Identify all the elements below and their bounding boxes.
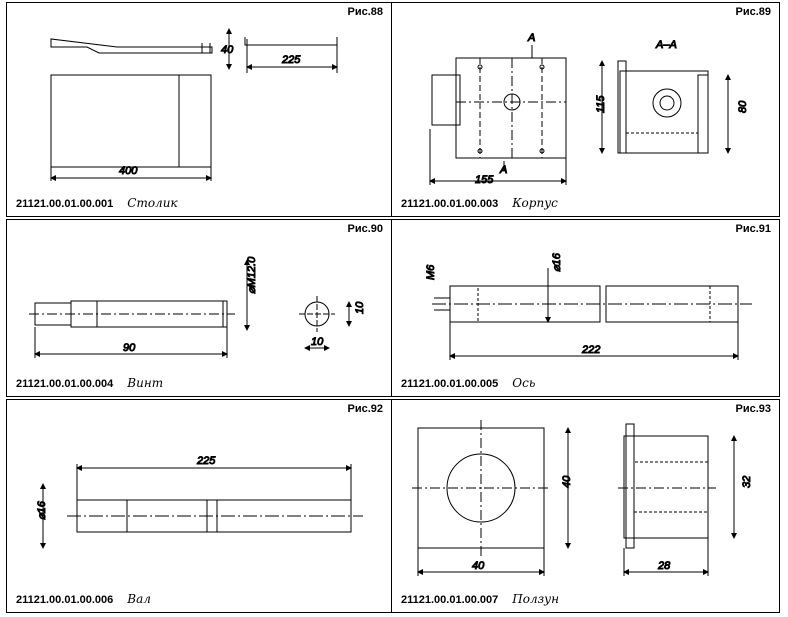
figure-number: Рис.90 — [347, 223, 383, 235]
drawing-polzun: 40 40 32 28 — [412, 420, 754, 576]
drawing-korpus: 155 А А А–А 115 80 — [429, 32, 750, 187]
dim-label: 225 — [281, 54, 301, 66]
part-caption: 21121.00.01.00.007 Ползун — [401, 592, 559, 606]
part-code: 21121.00.01.00.003 — [401, 198, 499, 210]
dim-label: 115 — [595, 95, 607, 113]
dim-label: 28 — [657, 560, 671, 572]
dim-label: 32 — [741, 476, 753, 488]
part-caption: 21121.00.01.00.004 Винт — [16, 376, 163, 390]
part-name: Винт — [127, 376, 164, 390]
dim-label: 225 — [196, 455, 216, 467]
dim-label: ⌀16 — [551, 252, 563, 272]
dim-label: M6 — [425, 264, 437, 280]
panel-fig-89: 155 А А А–А 115 80 Рис.89 21121.00.01.00… — [391, 2, 780, 217]
part-name: Ползун — [512, 592, 560, 606]
section-title: А–А — [655, 39, 677, 51]
drawing-os: M6 ⌀16 222 — [425, 252, 752, 360]
part-code: 21121.00.01.00.007 — [401, 594, 499, 606]
part-code: 21121.00.01.00.005 — [401, 378, 499, 390]
drawing-vint: 90 ⌀M12.0 10 10 — [29, 255, 367, 358]
dim-label: 155 — [475, 174, 494, 186]
dim-label: ⌀16 — [36, 500, 48, 520]
dim-label: 90 — [123, 342, 136, 354]
figure-number: Рис.89 — [735, 6, 771, 18]
panel-fig-93: 40 40 32 28 Рис.93 21121.00.01.00.007 Пол… — [391, 399, 780, 613]
part-name: Ось — [512, 376, 536, 390]
panel-fig-91: M6 ⌀16 222 Рис.91 21121.00.01.00.005 Ось — [391, 219, 780, 397]
figure-number: Рис.88 — [347, 6, 383, 18]
figure-number: Рис.91 — [735, 223, 771, 235]
dim-label: 400 — [119, 165, 138, 177]
dim-label: 10 — [354, 301, 366, 314]
part-caption: 21121.00.01.00.003 Корпус — [401, 196, 558, 210]
part-code: 21121.00.01.00.004 — [16, 378, 114, 390]
drawing-val: 225 ⌀16 — [36, 455, 363, 549]
dim-label: 10 — [311, 336, 324, 348]
part-name: Корпус — [512, 196, 558, 210]
section-mark: А — [499, 164, 507, 176]
part-code: 21121.00.01.00.006 — [16, 594, 114, 606]
dim-label: 40 — [472, 560, 485, 572]
part-caption: 21121.00.01.00.001 Столик — [16, 196, 178, 210]
dim-label: 40 — [221, 44, 234, 56]
panel-fig-88: 40 225 400 Рис.88 21121.00.01.00.001 Стол… — [6, 2, 392, 217]
figure-number: Рис.92 — [347, 403, 383, 415]
dim-label: ⌀M12.0 — [246, 256, 258, 294]
dim-label: 222 — [581, 344, 600, 356]
figure-number: Рис.93 — [735, 403, 771, 415]
dim-label: 80 — [737, 100, 749, 113]
panel-fig-90: 90 ⌀M12.0 10 10 Рис.90 21121.00.01.00.00… — [6, 219, 392, 397]
drawing-stolik: 40 225 400 — [50, 28, 338, 181]
dim-label: 40 — [561, 475, 573, 488]
part-caption: 21121.00.01.00.006 Вал — [16, 592, 151, 606]
panel-fig-92: 225 ⌀16 Рис.92 21121.00.01.00.006 Вал — [6, 399, 392, 613]
part-name: Столик — [127, 196, 178, 210]
section-mark: А — [527, 32, 535, 44]
part-code: 21121.00.01.00.001 — [16, 198, 114, 210]
part-caption: 21121.00.01.00.005 Ось — [401, 376, 535, 390]
part-name: Вал — [127, 592, 151, 606]
